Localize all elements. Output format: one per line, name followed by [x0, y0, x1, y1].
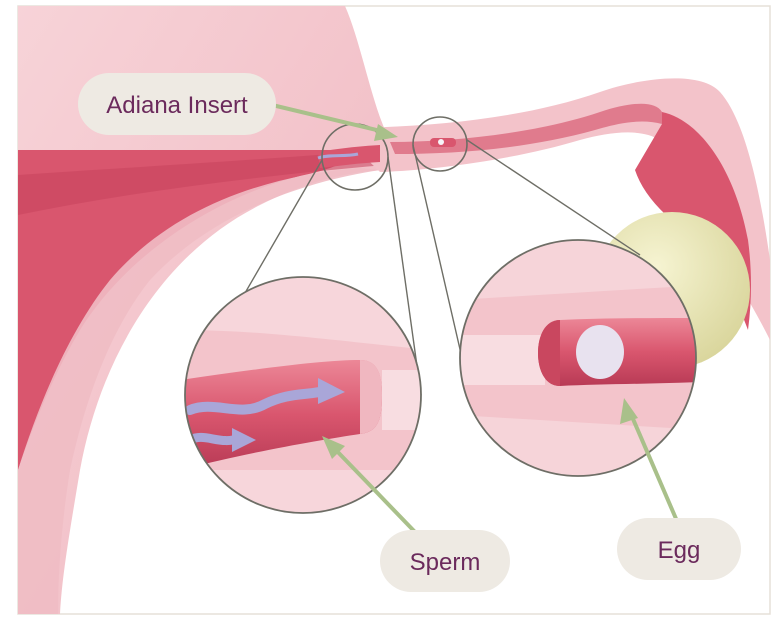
label-insert-text: Adiana Insert [106, 92, 248, 119]
label-insert: Adiana Insert [78, 73, 276, 135]
label-sperm: Sperm [380, 530, 510, 592]
label-egg: Egg [617, 518, 741, 580]
label-sperm-text: Sperm [410, 549, 481, 576]
egg-cell [576, 325, 624, 379]
label-egg-text: Egg [658, 537, 701, 564]
right-insert-egg [438, 139, 444, 145]
